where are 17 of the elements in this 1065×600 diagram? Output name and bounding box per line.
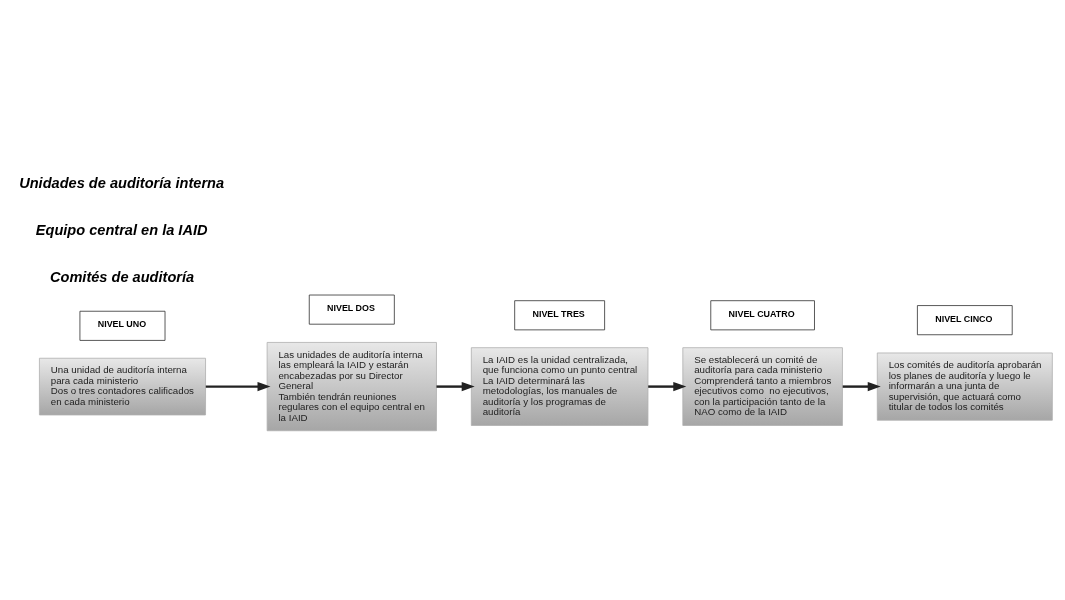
arrow — [648, 381, 687, 391]
arrow — [436, 381, 475, 391]
node-box: NIVEL DOS — [308, 294, 395, 325]
arrow — [205, 381, 271, 391]
node-box: Se establecerá un comité de auditoría para cada ministerio Comprenderá tanto a miembros ejecutivos como no ejecutivos, con la participación tanto de la NAO como de la IAID — [682, 346, 843, 426]
node-box: NIVEL CUATRO — [710, 299, 815, 330]
arrow — [842, 381, 881, 391]
node-box: NIVEL TRES — [514, 299, 606, 330]
label: Equipo central en la IAID — [35, 221, 208, 238]
node-box: NIVEL UNO — [79, 310, 166, 341]
node-box: Los comités de auditoría aprobarán los planes de auditoría y luego le informarán a una junta de supervisión, que actuará como titular de todos los comités — [876, 352, 1053, 421]
label: Unidades de auditoría interna — [19, 174, 225, 191]
node-box: NIVEL CINCO — [917, 304, 1013, 335]
node-box: Una unidad de auditoría interna para cada ministerio Dos o tres contadores calificados en cada ministerio — [39, 357, 206, 415]
node-box: La IAID es la unidad centralizada, que funciona como un punto central La IAID determinará las metodologías, los manuales de auditoría y los programas de auditoría — [470, 346, 649, 426]
label: Comités de auditoría — [49, 268, 195, 285]
node-box: Las unidades de auditoría interna las empleará la IAID y estarán encabezadas por su Director General También tendrán reuniones regulares con el equipo central en la IAID — [266, 341, 437, 431]
